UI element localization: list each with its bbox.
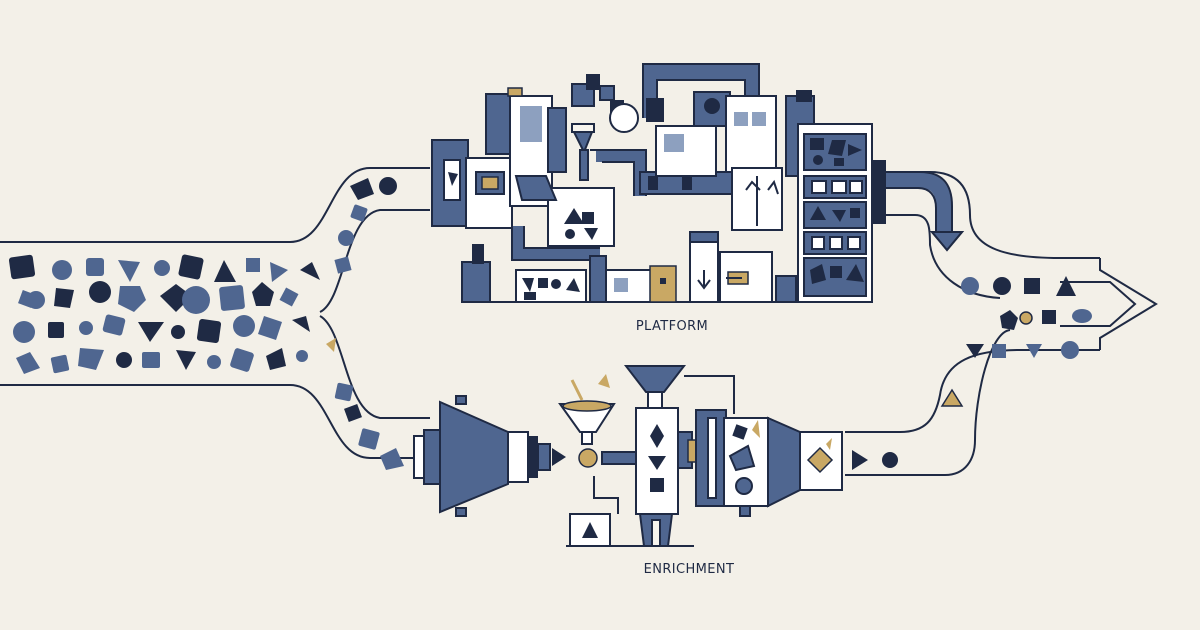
platform-label: PLATFORM bbox=[636, 319, 708, 334]
enrichment-label: ENRICHMENT bbox=[644, 562, 735, 577]
enrichment-machine-line bbox=[413, 365, 898, 547]
output-shape-stream bbox=[929, 231, 1092, 407]
flow-channels bbox=[0, 167, 1158, 476]
input-shape-stream bbox=[8, 177, 404, 470]
platform-machine-cluster bbox=[431, 63, 965, 303]
